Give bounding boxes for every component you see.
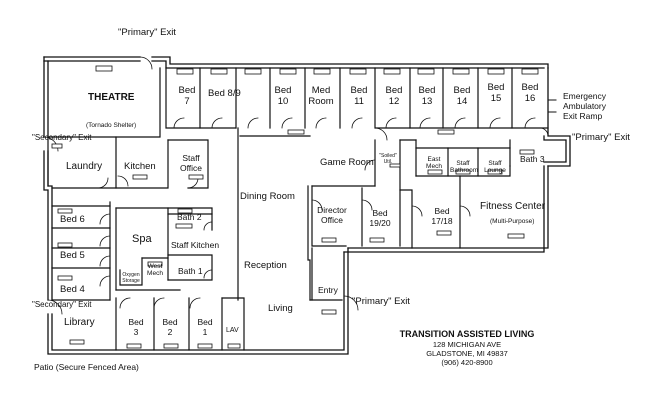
patio-label: Patio (Secure Fenced Area) bbox=[34, 362, 139, 372]
facility-phone: (906) 420-8900 bbox=[441, 358, 493, 367]
emergency-exit-ramp-label: Emergency Ambulatory Exit Ramp bbox=[563, 91, 606, 121]
room-theatre: THEATRE bbox=[88, 92, 135, 103]
room-bed-8-9: Bed 8/9 bbox=[208, 88, 241, 99]
room-staff-kitchen: Staff Kitchen bbox=[171, 240, 220, 250]
room-theatre-note: (Tornado Shelter) bbox=[86, 122, 137, 129]
primary-exit-label-top: "Primary" Exit bbox=[118, 27, 176, 38]
secondary-exit-label-top: "Secondary" Exit bbox=[32, 133, 92, 142]
room-bath-2: Bath 2 bbox=[177, 212, 202, 222]
primary-exit-label-entry: "Primary" Exit bbox=[352, 296, 410, 307]
secondary-exit-label-bottom: "Secondary" Exit bbox=[32, 300, 92, 309]
facility-address-line2: GLADSTONE, MI 49837 bbox=[426, 349, 508, 358]
primary-exit-label-right: "Primary" Exit bbox=[572, 132, 630, 143]
room-soiled-util: "Soiled"Util. bbox=[379, 153, 397, 165]
room-game-room: Game Room bbox=[320, 157, 374, 168]
interior-walls bbox=[47, 67, 549, 351]
room-entry: Entry bbox=[318, 285, 338, 295]
facility-address-line1: 128 MICHIGAN AVE bbox=[432, 340, 502, 349]
room-spa: Spa bbox=[132, 233, 152, 245]
room-bed-6: Bed 6 bbox=[60, 214, 85, 225]
room-fitness-note: (Multi-Purpose) bbox=[490, 218, 535, 225]
room-dining-room: Dining Room bbox=[240, 191, 295, 202]
room-placards bbox=[51, 65, 539, 349]
room-living: Living bbox=[268, 303, 293, 314]
room-library: Library bbox=[64, 317, 95, 328]
outer-wall bbox=[43, 56, 571, 355]
exit-ramp bbox=[547, 99, 557, 113]
facility-name: TRANSITION ASSISTED LIVING bbox=[399, 329, 535, 339]
room-bath-1: Bath 1 bbox=[178, 266, 203, 276]
room-fitness-center: Fitness Center bbox=[480, 201, 546, 212]
room-bed-4: Bed 4 bbox=[60, 284, 85, 295]
facility-info: TRANSITION ASSISTED LIVING 128 MICHIGAN … bbox=[392, 329, 542, 367]
room-reception: Reception bbox=[244, 260, 287, 271]
room-kitchen: Kitchen bbox=[124, 161, 156, 172]
room-bath-3: Bath 3 bbox=[520, 154, 545, 164]
room-bed-5: Bed 5 bbox=[60, 250, 85, 261]
room-lav: LAV bbox=[226, 327, 239, 334]
room-laundry: Laundry bbox=[66, 161, 103, 172]
